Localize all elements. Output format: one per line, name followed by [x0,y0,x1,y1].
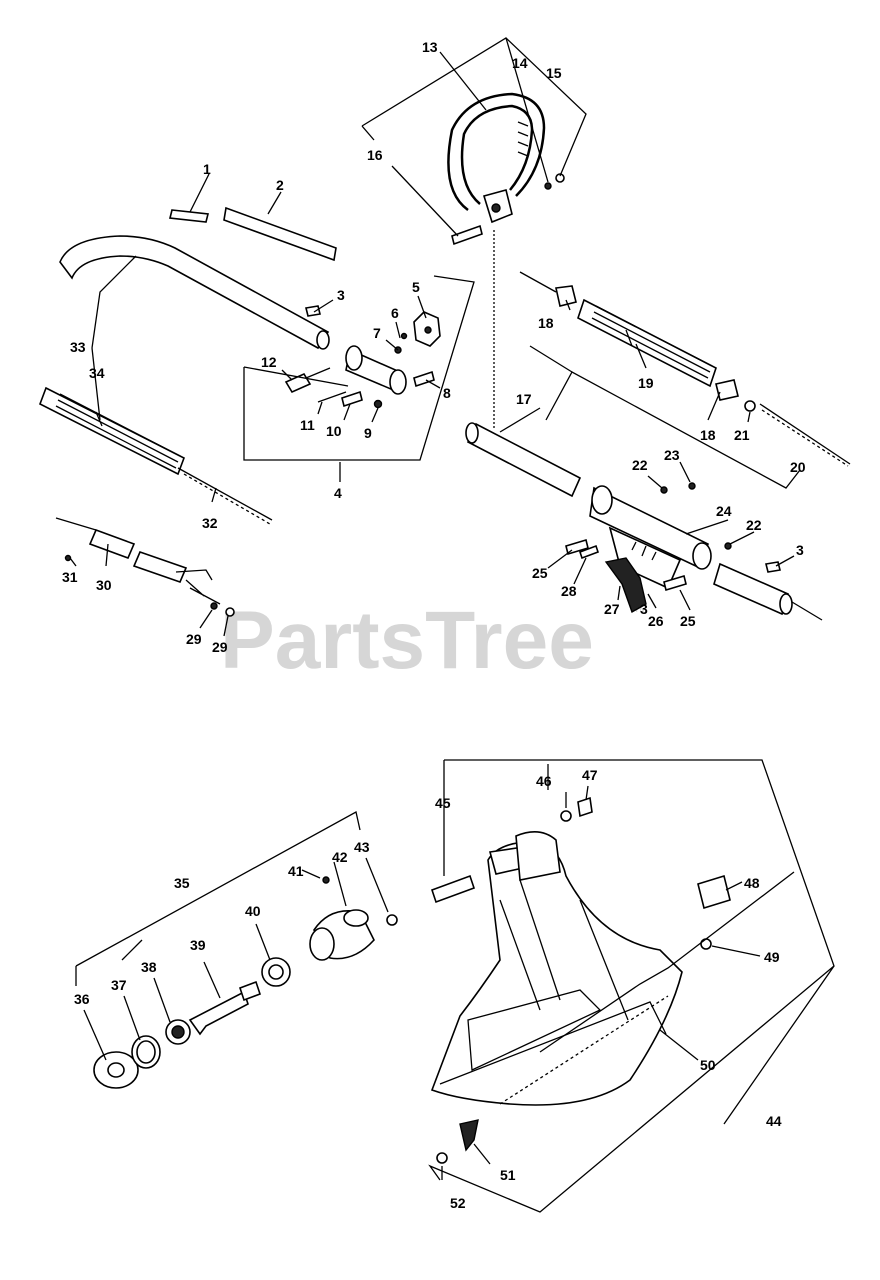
drive-tube-17 [465,422,582,498]
callout-33: 33 [70,339,86,355]
callout-21: 21 [734,427,750,443]
callout-40: 40 [245,903,261,919]
callout-49: 49 [764,949,780,965]
callout-18-b: 18 [700,427,716,443]
decal-2 [223,206,337,262]
loop-handle-13 [447,92,546,224]
callout-41: 41 [288,863,304,879]
callout-25: 25 [532,565,548,581]
gear-head-leader-lines [75,811,389,1061]
watermark-trademark: TM [634,604,647,614]
callout-6: 6 [391,305,399,321]
tube-end-3 [713,561,823,621]
callout-3: 3 [337,287,345,303]
callout-23: 23 [664,447,680,463]
callout-48: 48 [744,875,760,891]
callout-50: 50 [700,1057,716,1073]
callout-17: 17 [516,391,532,407]
callout-34: 34 [89,365,105,381]
callout-30: 30 [96,577,112,593]
callout-16: 16 [367,147,383,163]
grip-19 [577,298,717,388]
callout-39: 39 [190,937,206,953]
callout-9: 9 [364,425,372,441]
throttle-housing-24 [589,485,712,590]
callout-3-b: 3 [640,601,648,617]
throttle-trigger-27 [604,557,647,614]
callout-14: 14 [512,55,528,71]
callout-11: 11 [300,417,315,433]
callout-43: 43 [354,839,370,855]
callout-22-b: 22 [746,517,762,533]
grip-end-caps-18 [519,271,739,401]
callout-20: 20 [790,459,806,475]
top-leader-lines [69,37,801,637]
callout-32: 32 [202,515,218,531]
main-handle-tube [59,235,330,350]
callout-2: 2 [276,177,284,193]
shield-leader-lines [428,759,835,1213]
callout-36: 36 [74,991,90,1007]
callout-27: 27 [604,601,620,617]
callout-19: 19 [638,375,654,391]
callout-46: 46 [536,773,552,789]
callout-26: 26 [648,613,664,629]
callout-18: 18 [538,315,554,331]
callout-35: 35 [174,875,190,891]
callout-29: 29 [186,631,202,647]
decal-1 [169,209,209,223]
callout-31: 31 [62,569,78,585]
wire-32 [177,467,273,525]
callout-15: 15 [546,65,562,81]
callout-45: 45 [435,795,451,811]
small-decal-3a [305,305,321,317]
callout-8: 8 [443,385,451,401]
callout-4: 4 [334,485,342,501]
guard-shield-44 [430,831,683,1106]
callout-37: 37 [111,977,127,993]
callout-12: 12 [261,354,277,370]
callout-25-b: 25 [680,613,696,629]
callout-28: 28 [561,583,577,599]
callout-52: 52 [450,1195,466,1211]
callout-24: 24 [716,503,732,519]
callout-3-c: 3 [796,542,804,558]
callout-47: 47 [582,767,598,783]
handle-clamp-assembly [284,311,441,409]
watermark-text: PartsTree [220,595,594,686]
callout-42: 42 [332,849,348,865]
nut-21-and-cable-20 [744,400,851,467]
callout-38: 38 [141,959,157,975]
grip-34 [38,386,186,476]
callout-13: 13 [422,39,438,55]
callout-44: 44 [766,1113,782,1129]
callout-10: 10 [326,423,342,439]
throttle-cable-assembly [55,517,235,617]
callout-5: 5 [412,279,420,295]
callout-7: 7 [373,325,381,341]
callout-29-b: 29 [212,639,228,655]
loop-handle-hardware [451,173,565,246]
callout-1: 1 [203,161,211,177]
gear-head-parts [93,876,398,1089]
callout-22: 22 [632,457,648,473]
callout-51: 51 [500,1167,516,1183]
